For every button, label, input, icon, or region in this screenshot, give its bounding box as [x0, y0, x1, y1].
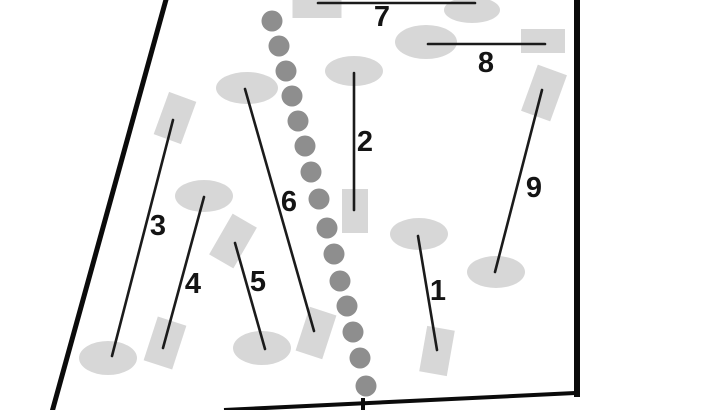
hole-9-label: 9	[526, 172, 542, 204]
hole-8-tee-pad	[521, 29, 565, 53]
creek-path-dot	[342, 321, 364, 343]
hole-6-tee-pad	[295, 306, 337, 360]
hole-5-tee-pad	[209, 213, 257, 269]
hole-7-tee-pad	[292, 0, 342, 18]
hole-9-tee-pad	[521, 64, 567, 122]
creek-path-dot	[281, 85, 303, 107]
creek-path-dot	[261, 10, 283, 32]
creek-path-dot	[355, 375, 377, 397]
creek-path-dot	[287, 110, 309, 132]
hole-1-fairway-line	[416, 234, 439, 352]
hole-8-label: 8	[478, 47, 494, 79]
hole-9-fairway-line	[493, 88, 544, 274]
creek-path-dot	[349, 347, 371, 369]
hole-2-label: 2	[357, 126, 373, 158]
creek-path-dot	[323, 243, 345, 265]
hole-3-label: 3	[150, 210, 166, 242]
hole-1-green	[390, 218, 448, 250]
hole-1-label: 1	[430, 275, 446, 307]
hole-6-fairway-line	[243, 87, 316, 333]
hole-5-label: 5	[250, 266, 266, 298]
creek-path-dot	[275, 60, 297, 82]
hole-7-green	[444, 0, 500, 23]
creek-path-dot	[336, 295, 358, 317]
hole-4-fairway-line	[161, 195, 206, 350]
creek-path-dot	[316, 217, 338, 239]
creek-path-dot	[294, 135, 316, 157]
hole-5-fairway-line	[233, 241, 267, 351]
hole-3-green	[79, 341, 137, 375]
hole-6-label: 6	[281, 186, 297, 218]
hole-7-label: 7	[374, 1, 390, 33]
creek-path-dot	[308, 188, 330, 210]
hole-3-fairway-line	[110, 118, 175, 358]
hole-6-green	[216, 72, 278, 104]
hole-2-green	[325, 56, 383, 86]
hole-3-tee-pad	[153, 91, 197, 145]
hole-5-green	[233, 331, 291, 365]
creek-path-dot	[268, 35, 290, 57]
boundary-bottom	[223, 391, 576, 410]
boundary-left	[49, 0, 169, 410]
hole-4-label: 4	[185, 268, 201, 300]
hole-8-green	[395, 25, 457, 59]
creek-path-dot	[300, 161, 322, 183]
creek-path-dot	[329, 270, 351, 292]
